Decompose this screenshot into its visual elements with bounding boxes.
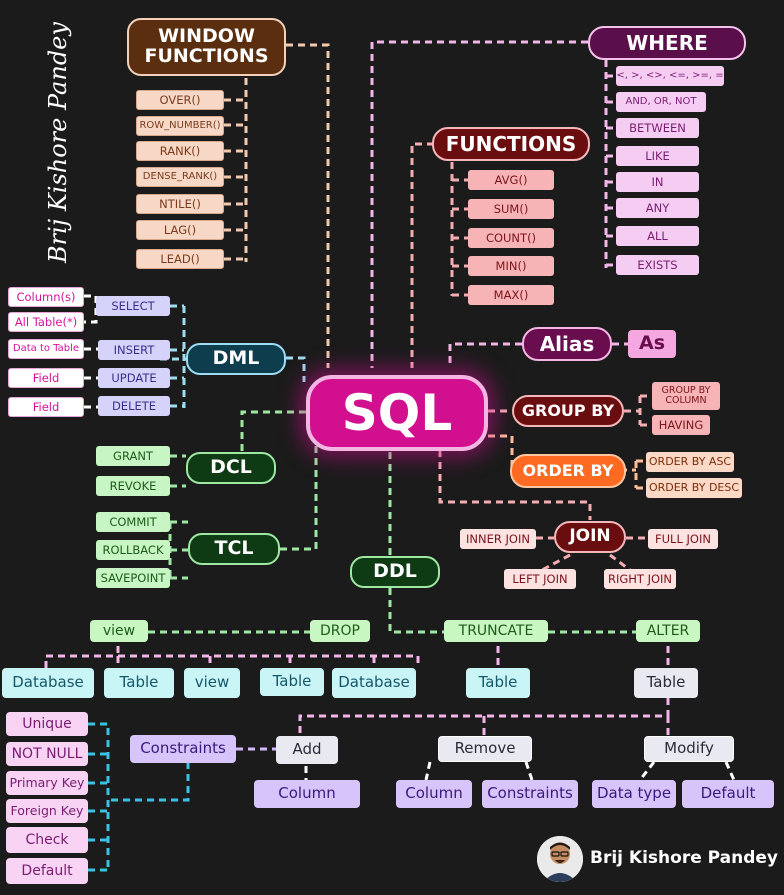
dml-select: SELECT <box>96 296 170 316</box>
ddl-alter: ALTER <box>636 620 700 642</box>
modify-default: Default <box>682 780 774 808</box>
dcl-grant: GRANT <box>96 446 170 466</box>
constraint-primary-key: Primary Key <box>6 771 88 795</box>
fn-avg: AVG() <box>468 170 554 190</box>
dml-target-data-to-table: Data to Table <box>8 339 84 359</box>
where-between: BETWEEN <box>616 118 699 138</box>
alter-modify: Modify <box>644 736 734 762</box>
window-fn-lead: LEAD() <box>136 249 224 269</box>
fn-count: COUNT() <box>468 228 554 248</box>
order-by-node: ORDER BY <box>510 454 626 488</box>
truncate-table: Table <box>466 668 530 698</box>
dml-delete: DELETE <box>98 396 170 416</box>
alter-remove: Remove <box>438 736 532 762</box>
create-database: Database <box>2 668 94 698</box>
fn-sum: SUM() <box>468 199 554 219</box>
constraint-foreign-key: Foreign Key <box>6 799 88 823</box>
drop-view: view <box>184 668 240 698</box>
group-by-node: GROUP BY <box>512 395 624 427</box>
dml-target-field-delete: Field <box>8 397 84 417</box>
create-table: Table <box>104 668 174 698</box>
inner-join: INNER JOIN <box>460 529 536 549</box>
add-column: Column <box>254 780 360 808</box>
remove-constraints: Constraints <box>482 780 578 808</box>
sql-center-node: SQL <box>306 375 488 451</box>
tcl-savepoint: SAVEPOINT <box>96 568 170 588</box>
tcl-node: TCL <box>188 533 280 565</box>
where-comparison-operators: <, >, <>, <=, >=, = <box>616 66 724 86</box>
window-fn-dense-rank: DENSE_RANK() <box>136 167 224 187</box>
group-by-having: HAVING <box>652 415 710 435</box>
avatar-portrait-icon <box>537 836 583 882</box>
where-all: ALL <box>616 226 699 246</box>
constraint-unique: Unique <box>6 712 88 736</box>
ddl-node: DDL <box>350 556 440 588</box>
window-fn-row-number: ROW_NUMBER() <box>136 116 224 136</box>
drop-table: Table <box>260 668 324 696</box>
window-fn-rank: RANK() <box>136 141 224 161</box>
join-node: JOIN <box>554 521 626 553</box>
author-vertical-text: Brij Kishore Pandey <box>44 22 72 264</box>
group-by-column: GROUP BY COLUMN <box>652 382 720 410</box>
window-fn-lag: LAG() <box>136 220 224 240</box>
alias-node: Alias <box>522 327 612 361</box>
alter-table: Table <box>634 668 698 698</box>
where-logical-operators: AND, OR, NOT <box>616 92 706 112</box>
functions-node: FUNCTIONS <box>432 127 590 161</box>
tcl-rollback: ROLLBACK <box>96 540 170 560</box>
remove-column: Column <box>396 780 472 808</box>
ddl-truncate: TRUNCATE <box>444 620 548 642</box>
window-fn-ntile: NTILE() <box>136 194 224 214</box>
fn-min: MIN() <box>468 256 554 276</box>
window-fn-over: OVER() <box>136 90 224 110</box>
tcl-commit: COMMIT <box>96 512 170 532</box>
add-constraints: Constraints <box>130 735 236 763</box>
constraint-default: Default <box>6 858 88 884</box>
where-exists: EXISTS <box>616 255 699 275</box>
right-join: RIGHT JOIN <box>604 569 676 589</box>
ddl-drop: DROP <box>310 620 370 642</box>
alias-as-keyword: As <box>628 330 676 358</box>
dml-target-columns: Column(s) <box>8 287 84 307</box>
ddl-create-view: view <box>90 620 148 642</box>
dcl-node: DCL <box>186 452 276 484</box>
full-join: FULL JOIN <box>648 529 718 549</box>
author-name: Brij Kishore Pandey <box>590 848 779 868</box>
dml-target-all-table: All Table(*) <box>8 312 84 332</box>
dcl-revoke: REVOKE <box>96 476 170 496</box>
author-watermark: Brij Kishore Pandey <box>44 22 72 264</box>
dml-node: DML <box>186 343 286 375</box>
modify-data-type: Data type <box>592 780 676 808</box>
dml-insert: INSERT <box>98 340 170 360</box>
window-functions-title: WINDOW FUNCTIONS <box>144 25 269 67</box>
alter-add: Add <box>276 736 338 764</box>
author-avatar <box>537 836 583 882</box>
order-by-asc: ORDER BY ASC <box>646 452 734 472</box>
dml-target-field-update: Field <box>8 368 84 388</box>
where-in: IN <box>616 172 699 192</box>
window-functions-node: WINDOW FUNCTIONS <box>127 18 286 76</box>
left-join: LEFT JOIN <box>504 569 576 589</box>
where-like: LIKE <box>616 146 699 166</box>
constraint-check: Check <box>6 827 88 853</box>
order-by-desc: ORDER BY DESC <box>646 478 742 498</box>
constraint-not-null: NOT NULL <box>6 742 88 766</box>
fn-max: MAX() <box>468 285 554 305</box>
dml-update: UPDATE <box>98 368 170 388</box>
where-any: ANY <box>616 198 699 218</box>
where-node: WHERE <box>588 26 746 60</box>
drop-database: Database <box>332 668 416 698</box>
